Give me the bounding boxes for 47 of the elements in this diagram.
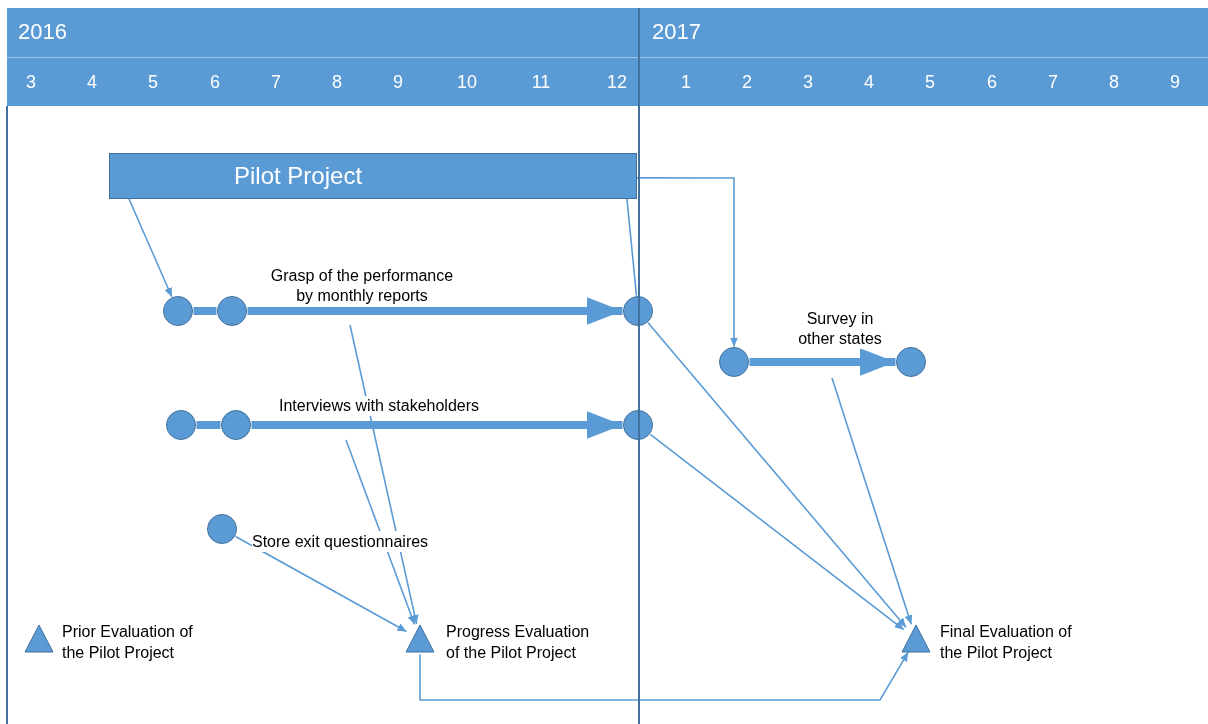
- month-label: 4: [86, 72, 98, 93]
- year-label: 2017: [652, 19, 701, 45]
- thick-connector: [196, 421, 221, 429]
- evaluation-triangle: [405, 624, 435, 654]
- year-label: 2016: [18, 19, 67, 45]
- thick-arrow: [251, 411, 623, 439]
- month-label: 2: [741, 72, 753, 93]
- project-bar: Pilot Project: [109, 153, 637, 199]
- arrow: [831, 377, 913, 626]
- arrow: [349, 324, 419, 625]
- month-label: 3: [25, 72, 37, 93]
- arrow: [649, 433, 905, 631]
- milestone-circle: [163, 296, 193, 326]
- arrow: [345, 439, 416, 626]
- month-label: 7: [1047, 72, 1059, 93]
- month-label: 9: [1169, 72, 1181, 93]
- month-label: 6: [209, 72, 221, 93]
- milestone-circle: [207, 514, 237, 544]
- thick-connector: [193, 307, 217, 315]
- month-label: 5: [924, 72, 936, 93]
- milestone-circle: [221, 410, 251, 440]
- arrow: [419, 651, 909, 701]
- milestone-circle: [896, 347, 926, 377]
- thick-arrow: [749, 348, 896, 376]
- month-label: 4: [863, 72, 875, 93]
- thick-arrow: [247, 297, 623, 325]
- milestone-circle: [623, 296, 653, 326]
- arrow: [128, 198, 173, 298]
- month-label: 7: [270, 72, 282, 93]
- month-label: 12: [606, 72, 628, 93]
- evaluation-triangle: [901, 624, 931, 654]
- milestone-circle: [166, 410, 196, 440]
- month-label: 8: [1108, 72, 1120, 93]
- month-label: 9: [392, 72, 404, 93]
- month-label: 6: [986, 72, 998, 93]
- month-label: 10: [456, 72, 478, 93]
- month-label: 1: [680, 72, 692, 93]
- month-label: 11: [530, 72, 552, 93]
- month-label: 8: [331, 72, 343, 93]
- milestone-circle: [719, 347, 749, 377]
- milestone-circle: [623, 410, 653, 440]
- arrow: [647, 322, 907, 628]
- month-label: 5: [147, 72, 159, 93]
- milestone-circle: [217, 296, 247, 326]
- connector-line: [626, 198, 638, 297]
- evaluation-triangle: [24, 624, 54, 654]
- month-label: 3: [802, 72, 814, 93]
